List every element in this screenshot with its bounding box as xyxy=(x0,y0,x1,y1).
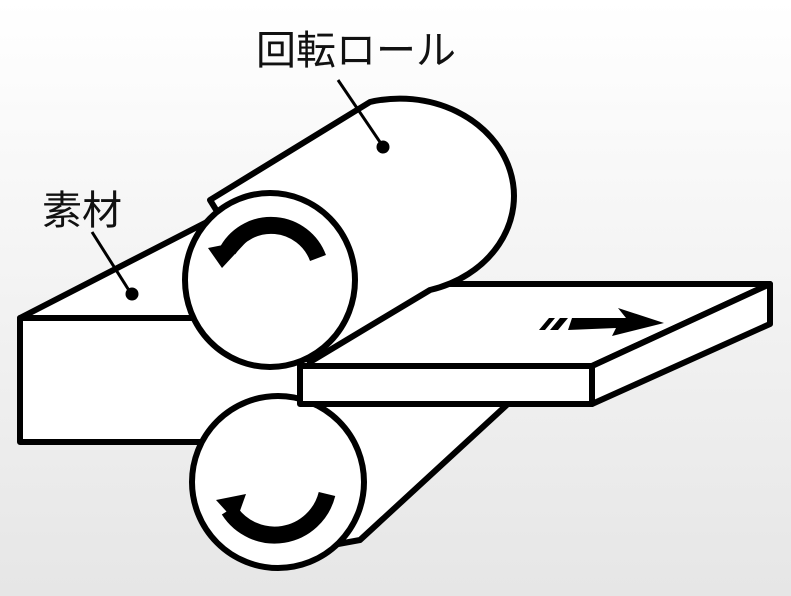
roll-leader-dot xyxy=(376,140,390,154)
feed-direction-arrow-icon xyxy=(539,308,664,336)
lower-roll-rotation-arrow-icon xyxy=(216,491,336,544)
roll-label: 回転ロール xyxy=(256,28,456,74)
upper-roll-rotation-arrow-icon xyxy=(208,216,326,268)
material-leader-dot xyxy=(125,287,139,301)
plate-outgoing xyxy=(297,281,773,407)
plate-side-face xyxy=(589,281,773,407)
plate-front-face xyxy=(297,363,595,407)
material-label: 素材 xyxy=(42,188,122,234)
material-leader-line xyxy=(90,231,132,293)
roll-leader-line xyxy=(336,79,384,146)
